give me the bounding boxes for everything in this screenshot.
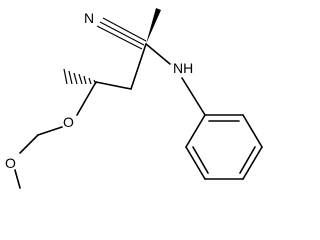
- ether-oxygen-label: O: [63, 114, 74, 130]
- o-ch3-bond: [14, 169, 21, 189]
- methoxy-oxygen-label: O: [5, 155, 16, 171]
- c-ch2-bond: [130, 43, 147, 90]
- molecule-canvas: N NH O O: [5, 8, 263, 189]
- c-n-bond: [145, 43, 171, 65]
- molecule-structure: N NH O O: [5, 8, 263, 189]
- amine-nh-label: NH: [173, 60, 193, 76]
- nitrile-triple-bond: [96, 17, 147, 50]
- methyl-hash-bond: [63, 68, 97, 85]
- n-ch2-bond: [181, 77, 206, 116]
- o-ch2-bond: [37, 126, 63, 136]
- ch-o-bond: [76, 81, 97, 116]
- methyl-wedge-bond: [146, 8, 161, 44]
- benzene-ring: [185, 114, 263, 180]
- nitrile-nitrogen-label: N: [84, 10, 94, 26]
- ch2-ch-bond: [95, 81, 132, 90]
- ch2-ome-bond: [19, 134, 39, 154]
